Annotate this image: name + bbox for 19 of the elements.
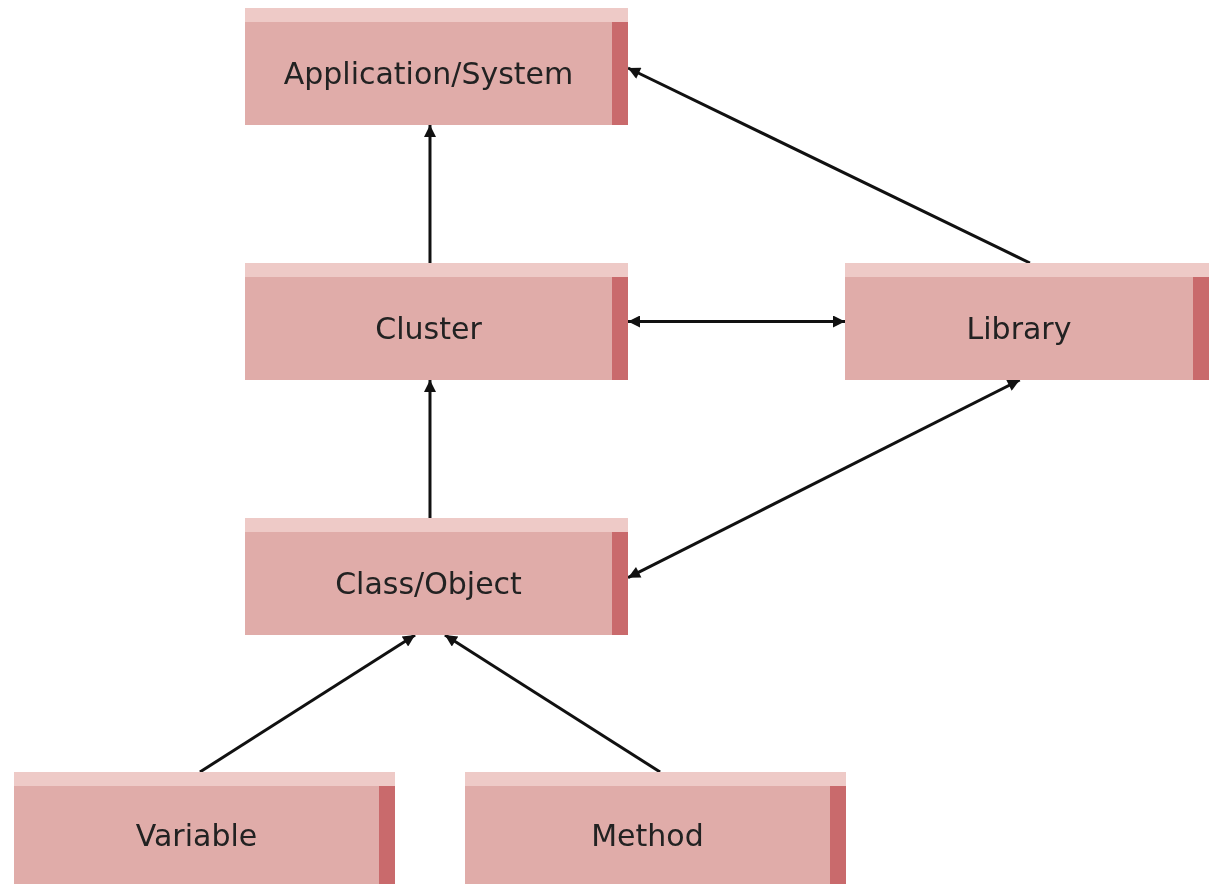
block-box	[465, 772, 846, 884]
arrow	[628, 315, 845, 328]
arrow	[627, 66, 1031, 265]
block-box	[245, 263, 628, 380]
block-box	[14, 772, 395, 884]
block-box	[245, 8, 628, 125]
node-label: Application/System	[283, 56, 574, 91]
node-label: Cluster	[375, 311, 482, 346]
node-label: Method	[591, 817, 704, 853]
arrow	[627, 378, 1021, 579]
arrow	[424, 125, 436, 263]
arrow	[424, 380, 436, 518]
arrow	[444, 633, 661, 774]
node-label: Class/Object	[335, 566, 522, 601]
arrow	[199, 633, 416, 774]
block-box	[245, 518, 628, 635]
block-box	[845, 263, 1209, 380]
node-label: Variable	[135, 817, 258, 853]
node-label: Library	[966, 311, 1072, 346]
